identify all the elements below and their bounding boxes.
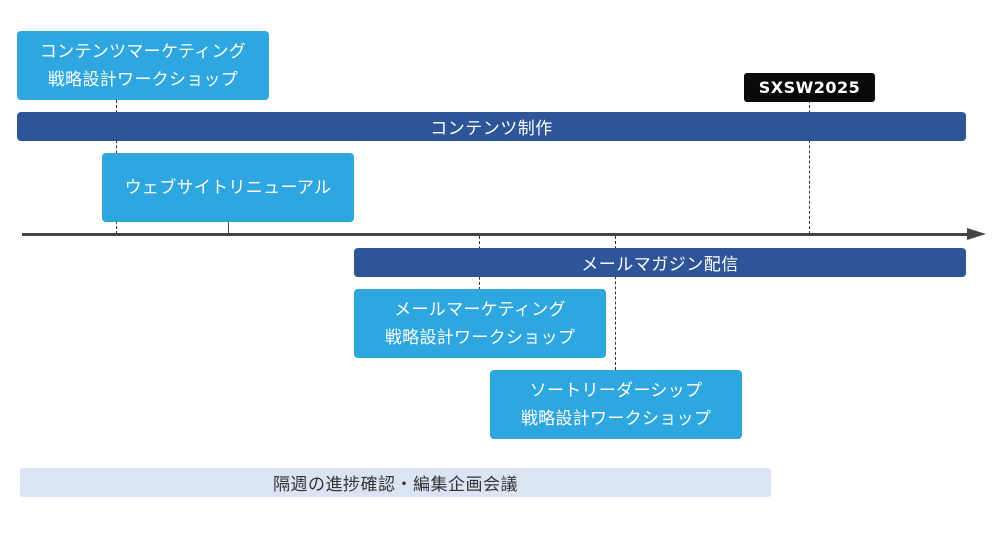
phase-bar-mail: メールマガジン配信: [354, 248, 966, 277]
phase-bar-content: コンテンツ制作: [17, 112, 966, 141]
task-mail-workshop: メールマーケティング 戦略設計ワークショップ: [354, 289, 606, 358]
timeline-axis: [22, 233, 970, 236]
task-line: ソートリーダーシップ: [529, 380, 703, 401]
timeline-arrow-icon: [967, 228, 986, 240]
recurring-meeting-bar: 隔週の進捗確認・編集企画会議: [20, 468, 771, 497]
task-line: コンテンツマーケティング: [39, 41, 247, 62]
axis-tick: [228, 222, 229, 234]
connector-thought-workshop: [615, 236, 616, 370]
task-content-workshop: コンテンツマーケティング 戦略設計ワークショップ: [17, 31, 269, 100]
task-line: ウェブサイトリニューアル: [124, 177, 332, 198]
milestone-badge: SXSW2025: [744, 73, 875, 102]
task-thought-workshop: ソートリーダーシップ 戦略設計ワークショップ: [490, 370, 742, 439]
connector-milestone: [809, 100, 810, 234]
task-line: 戦略設計ワークショップ: [520, 408, 712, 429]
task-line: 戦略設計ワークショップ: [384, 327, 576, 348]
task-web-renewal: ウェブサイトリニューアル: [102, 153, 354, 222]
task-line: メールマーケティング: [394, 299, 566, 320]
task-line: 戦略設計ワークショップ: [47, 69, 239, 90]
